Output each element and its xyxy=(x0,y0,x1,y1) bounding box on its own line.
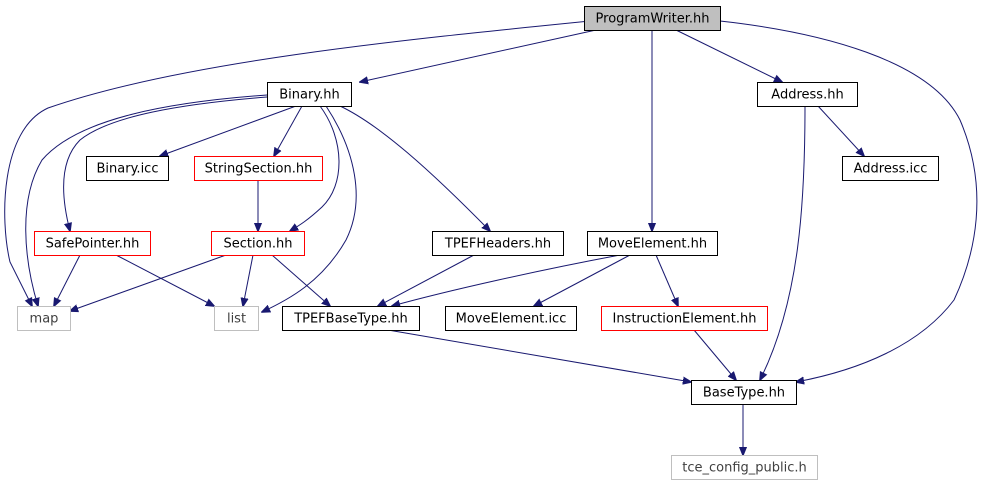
node-label-tpefheaders: TPEFHeaders.hh xyxy=(444,237,551,252)
edges-layer xyxy=(4,20,978,455)
node-box-stringsection xyxy=(194,156,323,181)
edge-address-to-addressicc xyxy=(817,105,864,156)
node-stringsection[interactable]: StringSection.hh xyxy=(194,156,323,181)
edge-section-to-map xyxy=(70,254,227,311)
node-label-map: map xyxy=(30,312,59,327)
node-instructionelement[interactable]: InstructionElement.hh xyxy=(601,306,768,331)
node-label-binaryicc: Binary.icc xyxy=(97,162,159,177)
node-box-tpefbasetype xyxy=(282,306,420,331)
node-label-programwriter: ProgramWriter.hh xyxy=(596,12,710,27)
node-label-safepointer: SafePointer.hh xyxy=(46,237,140,252)
node-tceconfig: tce_config_public.h xyxy=(671,455,818,480)
node-box-tpefheaders xyxy=(432,231,564,256)
edge-programwriter-to-basetype xyxy=(719,20,978,382)
node-label-stringsection: StringSection.hh xyxy=(205,162,313,177)
node-tpefbasetype[interactable]: TPEFBaseType.hh xyxy=(282,306,420,331)
node-label-basetype: BaseType.hh xyxy=(703,386,785,401)
node-basetype[interactable]: BaseType.hh xyxy=(691,380,797,405)
node-safepointer[interactable]: SafePointer.hh xyxy=(34,231,151,256)
node-binaryicc[interactable]: Binary.icc xyxy=(86,156,169,181)
node-label-tpefbasetype: TPEFBaseType.hh xyxy=(293,312,408,327)
node-binary[interactable]: Binary.hh xyxy=(267,82,352,107)
node-box-binary xyxy=(267,82,352,107)
node-box-binaryicc xyxy=(86,156,169,181)
edge-tpefbasetype-to-basetype xyxy=(387,329,691,382)
node-box-instructionelement xyxy=(601,306,768,331)
edge-moveelement-to-instructionelement xyxy=(655,254,678,306)
node-label-binary: Binary.hh xyxy=(279,88,340,103)
edge-instructionelement-to-basetype xyxy=(693,329,736,380)
edge-binary-to-safepointer xyxy=(63,96,268,231)
node-label-moveelementicc: MoveElement.icc xyxy=(456,312,567,327)
edge-programwriter-to-address xyxy=(675,29,782,82)
node-map: map xyxy=(17,306,71,331)
node-label-instructionelement: InstructionElement.hh xyxy=(612,312,756,327)
edge-programwriter-to-binary xyxy=(360,29,597,82)
node-moveelementicc[interactable]: MoveElement.icc xyxy=(445,306,577,331)
node-list: list xyxy=(214,306,259,331)
node-label-section: Section.hh xyxy=(224,237,293,252)
edge-moveelement-to-moveelementicc xyxy=(534,254,631,306)
node-box-moveelementicc xyxy=(445,306,577,331)
node-tpefheaders[interactable]: TPEFHeaders.hh xyxy=(432,231,564,256)
edge-safepointer-to-list xyxy=(115,254,214,306)
edge-binary-to-map xyxy=(25,94,268,306)
edge-moveelement-to-tpefbasetype xyxy=(392,254,621,306)
edge-address-to-basetype xyxy=(760,105,806,380)
edge-tpefheaders-to-tpefbasetype xyxy=(378,254,475,306)
node-box-moveelement xyxy=(587,231,718,256)
node-address[interactable]: Address.hh xyxy=(757,82,858,107)
node-label-addressicc: Address.icc xyxy=(854,162,928,177)
edge-section-to-tpefbasetype xyxy=(271,254,330,306)
edge-programwriter-to-map xyxy=(4,20,591,306)
node-box-map xyxy=(17,306,71,331)
node-box-addressicc xyxy=(842,156,939,181)
edge-binary-to-stringsection xyxy=(274,105,303,156)
node-box-tceconfig xyxy=(671,455,818,480)
edge-binary-to-section xyxy=(290,105,340,231)
node-box-safepointer xyxy=(34,231,151,256)
node-label-tceconfig: tce_config_public.h xyxy=(682,461,807,476)
node-label-moveelement: MoveElement.hh xyxy=(598,237,707,252)
edge-binary-to-list xyxy=(262,105,357,312)
node-addressicc[interactable]: Address.icc xyxy=(842,156,939,181)
edge-binary-to-tpefheaders xyxy=(339,105,490,231)
node-label-address: Address.hh xyxy=(771,88,843,103)
node-box-basetype xyxy=(691,380,797,405)
node-box-list xyxy=(214,306,259,331)
node-section[interactable]: Section.hh xyxy=(211,231,305,256)
node-box-section xyxy=(211,231,305,256)
node-moveelement[interactable]: MoveElement.hh xyxy=(587,231,718,256)
node-label-list: list xyxy=(227,312,246,327)
edge-safepointer-to-map xyxy=(54,254,81,306)
edge-section-to-list xyxy=(243,254,254,306)
node-programwriter[interactable]: ProgramWriter.hh xyxy=(584,6,721,31)
edge-binary-to-binaryicc xyxy=(160,105,297,156)
node-box-programwriter xyxy=(584,6,721,31)
node-box-address xyxy=(757,82,858,107)
